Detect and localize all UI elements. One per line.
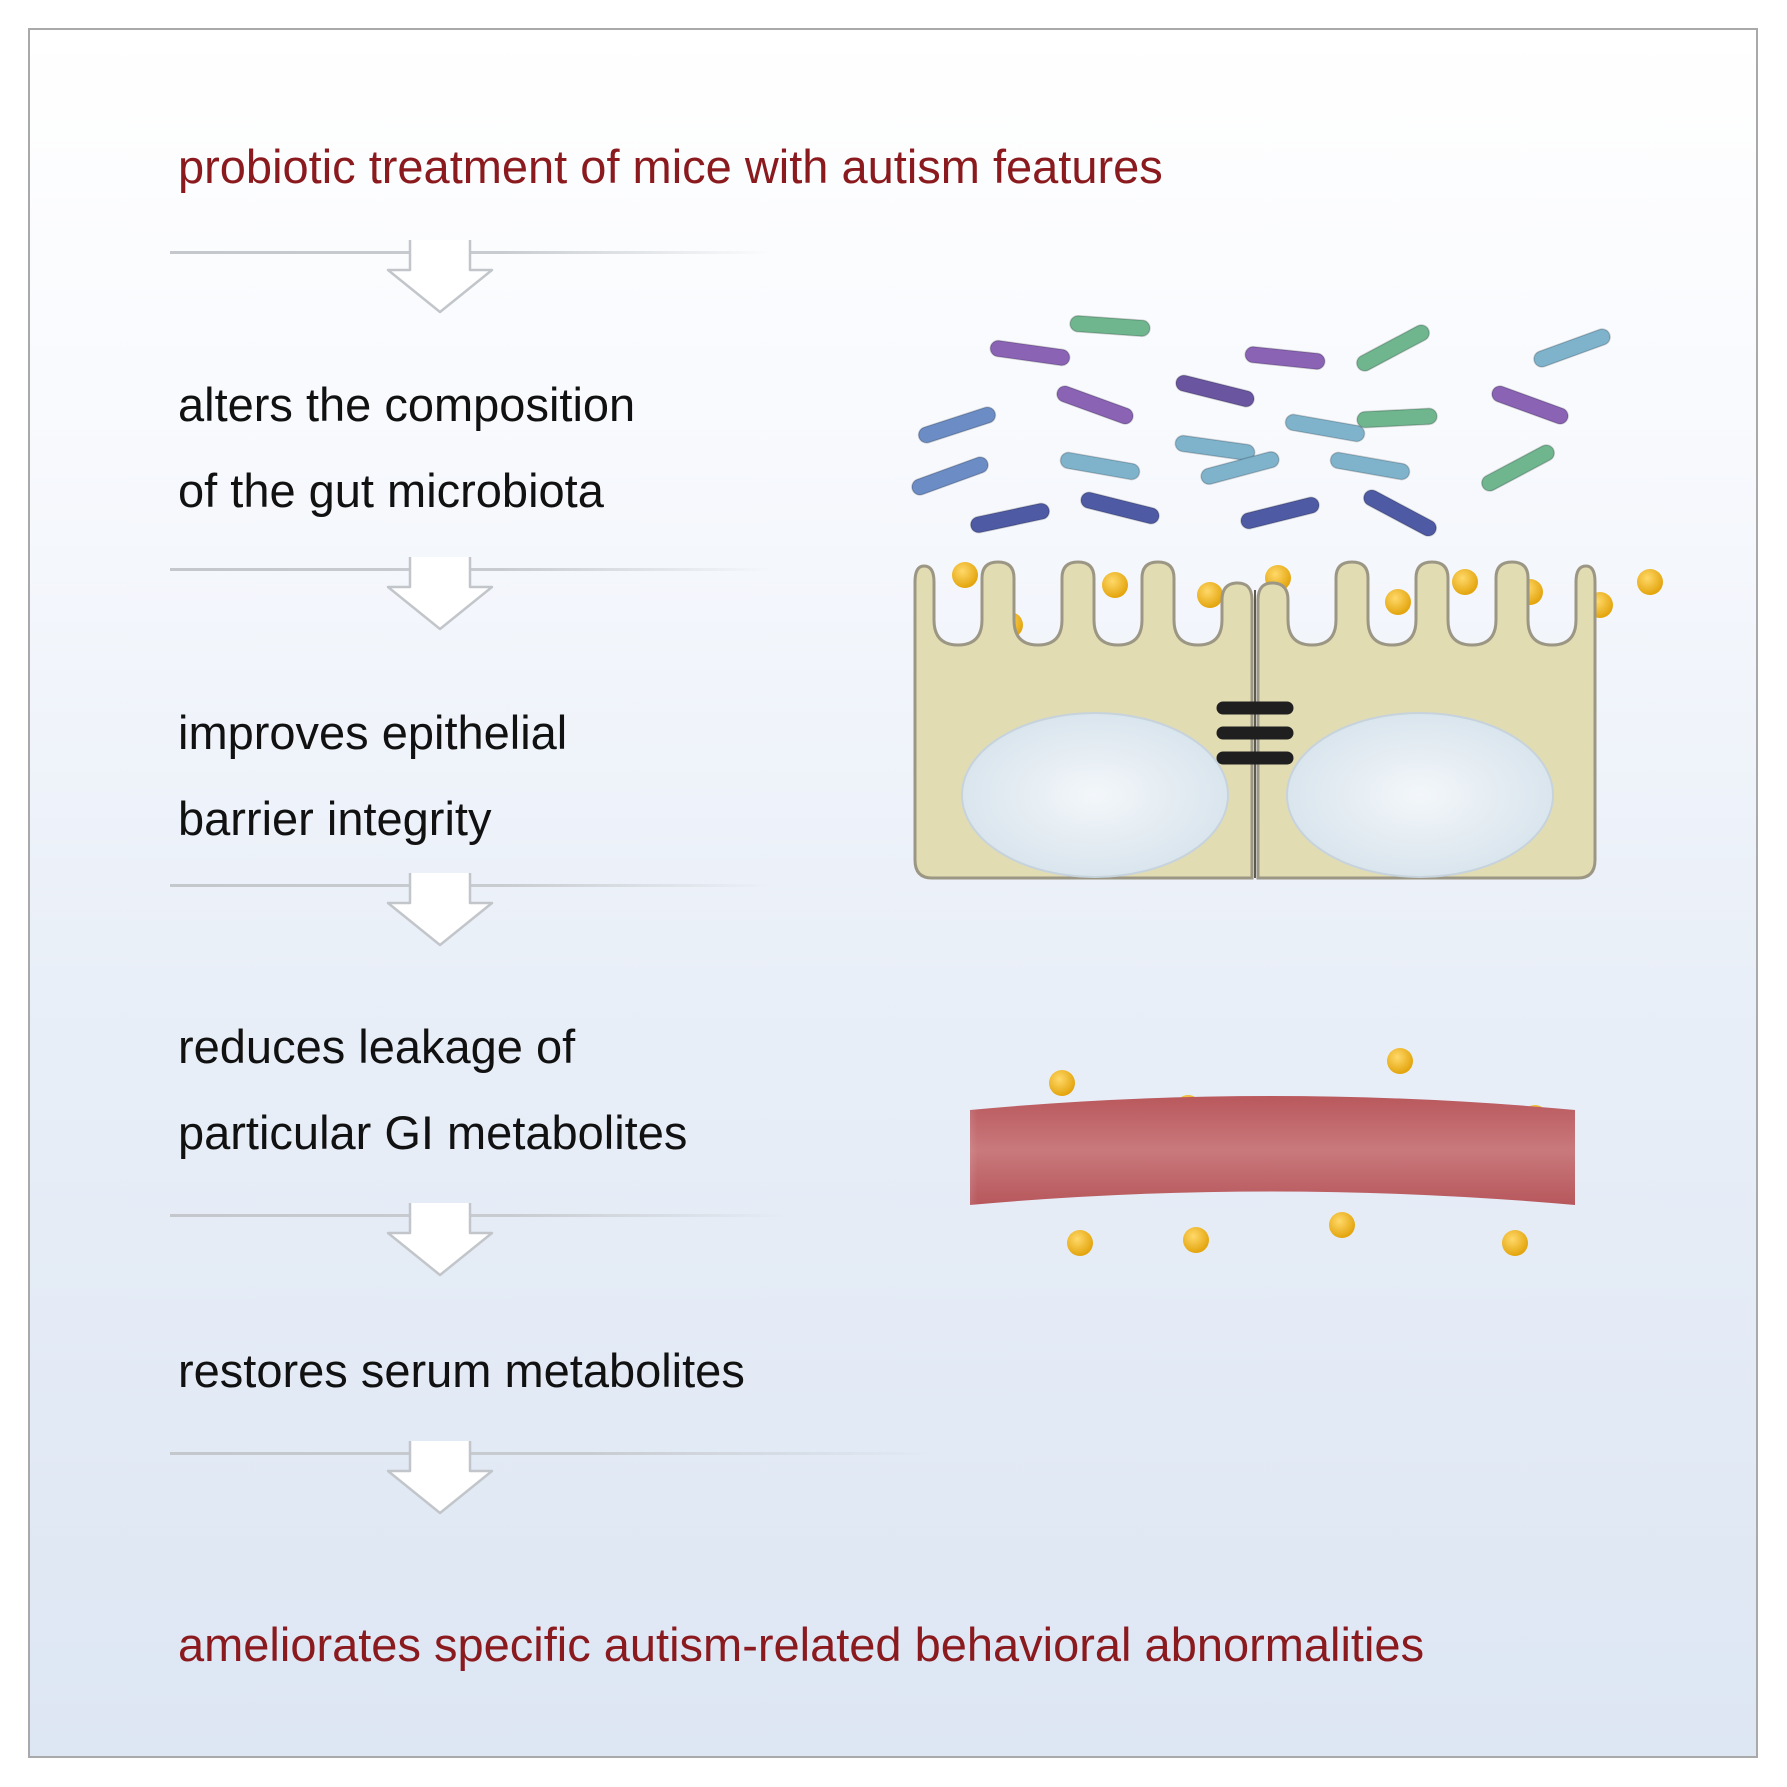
bacteria-icon (1329, 451, 1411, 481)
tight-junction-icon (1216, 701, 1294, 765)
bacteria-icon (1244, 345, 1326, 371)
divider-4 (170, 1214, 790, 1217)
metabolite-dot-icon (952, 562, 978, 588)
metabolite-dot-icon (1387, 1048, 1413, 1074)
bacteria-icon (989, 339, 1071, 367)
bacteria-icon (1080, 491, 1160, 525)
bacteria-icon (1356, 407, 1438, 429)
diagram-frame: probiotic treatment of mice with autism … (28, 28, 1758, 1758)
down-arrow-icon (386, 873, 494, 947)
metabolite-dot-icon (1197, 582, 1223, 608)
metabolite-dot-icon (1067, 1230, 1093, 1256)
step-serum: restores serum metabolites (178, 1344, 745, 1397)
metabolite-dot-icon (1329, 1212, 1355, 1238)
bacteria-icon (1069, 315, 1151, 337)
bacteria-icon (1059, 451, 1141, 481)
step-barrier: improves epithelial barrier integrity (178, 706, 568, 845)
gut-microbiota (911, 315, 1611, 537)
bacteria-icon (1240, 496, 1320, 530)
bacteria-icon (969, 502, 1051, 534)
nucleus-icon (961, 712, 1229, 878)
bacteria-icon (1175, 374, 1255, 408)
diagram-conclusion: ameliorates specific autism-related beha… (178, 1618, 1425, 1671)
nucleus-icon (1286, 712, 1554, 878)
bacteria-icon (1480, 444, 1556, 492)
step-composition: alters the composition of the gut microb… (178, 378, 636, 517)
bacteria-icon (1284, 413, 1366, 443)
down-arrow-icon (386, 240, 494, 314)
down-arrow-icon (386, 557, 494, 631)
step-leakage: reduces leakage of particular GI metabol… (178, 1020, 688, 1159)
down-arrow-icon (386, 1441, 494, 1515)
metabolite-dot-icon (1637, 569, 1663, 595)
epithelial-cells (913, 560, 1597, 880)
metabolite-dot-icon (1049, 1070, 1075, 1096)
serum-metabolites (1067, 1212, 1528, 1256)
down-arrow-icon (386, 1203, 494, 1277)
bacteria-icon (1362, 489, 1438, 537)
bacteria-icon (1174, 434, 1256, 462)
metabolite-dot-icon (1183, 1227, 1209, 1253)
diagram-title: probiotic treatment of mice with autism … (178, 140, 1163, 193)
luminal-metabolites (952, 562, 1663, 638)
metabolite-dot-icon (1385, 589, 1411, 615)
bacteria-icon (1491, 385, 1569, 425)
divider-5 (170, 1452, 930, 1455)
metabolite-dot-icon (1502, 1230, 1528, 1256)
metabolite-dot-icon (1102, 572, 1128, 598)
bacteria-icon (1533, 328, 1611, 368)
bacteria-icon (1355, 324, 1431, 372)
bacteria-icon (1200, 450, 1280, 486)
bacteria-icon (911, 456, 989, 496)
bacteria-icon (917, 406, 997, 444)
blood-vessel-icon (970, 1096, 1575, 1205)
metabolite-dot-icon (1452, 569, 1478, 595)
gut-epithelium-illustration (911, 315, 1663, 1256)
bacteria-icon (1056, 385, 1134, 425)
